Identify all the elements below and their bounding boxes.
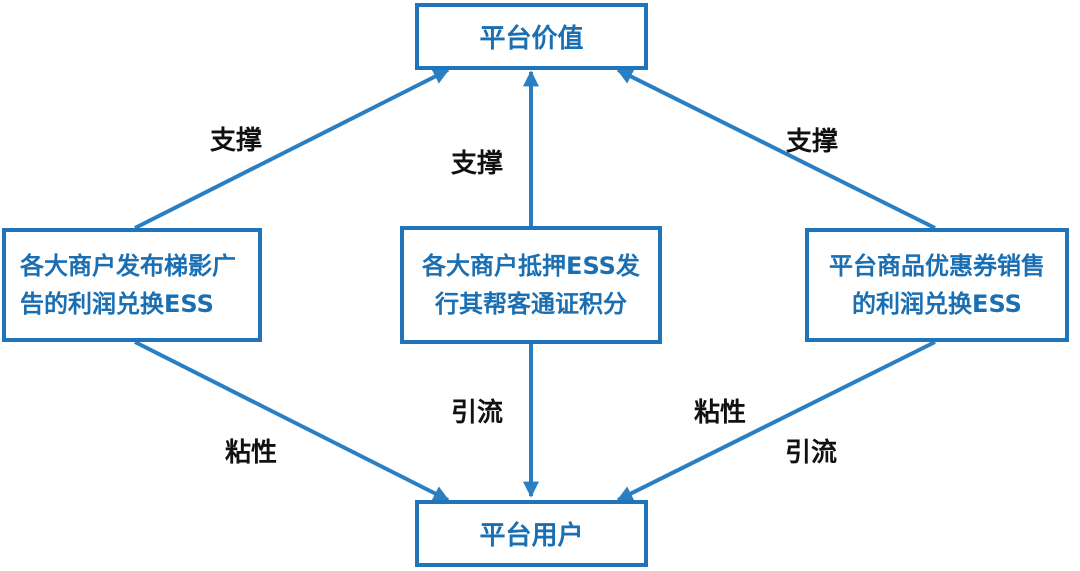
node-middle-pledge: 各大商户抵押ESS发行其帮客通证积分 (400, 226, 662, 344)
node-left-ad-profit-text: 各大商户发布梯影广告的利润兑换ESS (20, 252, 236, 318)
node-right-coupon-profit: 平台商品优惠券销售的利润兑换ESS (805, 228, 1069, 342)
edge-label-right-stickiness: 粘性 (694, 398, 747, 428)
node-left-ad-profit: 各大商户发布梯影广告的利润兑换ESS (2, 228, 262, 342)
edge-label-right-support: 支撑 (786, 127, 839, 157)
edge-label-left-support: 支撑 (210, 126, 263, 156)
node-platform-value: 平台价值 (415, 3, 648, 70)
edge-label-left-stickiness: 粘性 (225, 438, 278, 468)
arrow-left-to-value (134, 68, 450, 230)
arrow-left-to-users (134, 340, 450, 502)
arrow-right-to-value (616, 68, 936, 230)
arrow-right-to-users (616, 340, 936, 502)
node-platform-value-text: 平台价值 (479, 24, 584, 54)
node-platform-users-text: 平台用户 (479, 521, 584, 551)
edge-label-middle-traffic: 引流 (451, 398, 504, 428)
node-middle-pledge-text: 各大商户抵押ESS发行其帮客通证积分 (422, 252, 640, 318)
edge-label-middle-support: 支撑 (451, 149, 504, 179)
edge-label-right-traffic: 引流 (785, 438, 838, 468)
node-right-coupon-profit-text: 平台商品优惠券销售的利润兑换ESS (829, 252, 1045, 318)
node-platform-users: 平台用户 (415, 500, 648, 567)
